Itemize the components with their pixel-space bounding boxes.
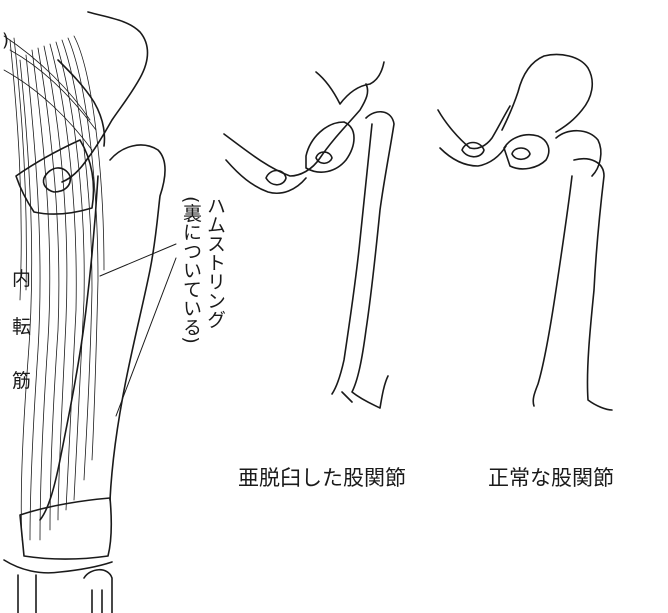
top-left-paren: ) [2,30,9,51]
adductor-label-char-2: 転 [12,318,31,337]
normal-socket [504,135,549,169]
subluxated-femur-inner [332,124,372,394]
adductor-label-char-3: 筋 [12,372,31,391]
subluxated-foramen [266,171,286,185]
hamstring-label: ハムストリング [204,196,224,329]
normal-femur [574,159,612,410]
caption-normal-hip: 正常な股関節 [488,462,614,492]
normal-foramen [462,143,484,157]
caption-subluxated-hip: 亜脱臼した股関節 [238,462,406,492]
hamstring-sublabel: (裏についている) [180,196,200,344]
adductor-label-char-1: 内 [12,270,31,289]
normal-small-foramen [512,148,530,159]
femur-left-outline [110,145,165,500]
normal-femoral-head [556,131,601,176]
normal-femur-inner [533,176,572,406]
subluxated-hip [224,62,394,408]
pelvis-inner [58,60,105,146]
fibula-outline [84,570,112,613]
knee-outline [20,498,111,559]
subluxated-small-foramen [316,152,332,163]
normal-iliac-wing [502,55,592,133]
subluxated-iliac-wing [316,62,384,104]
tibia-outline [4,560,112,573]
hamstring-pointers [100,244,176,416]
normal-hip [438,55,612,411]
subluxated-femoral-head [306,122,354,172]
